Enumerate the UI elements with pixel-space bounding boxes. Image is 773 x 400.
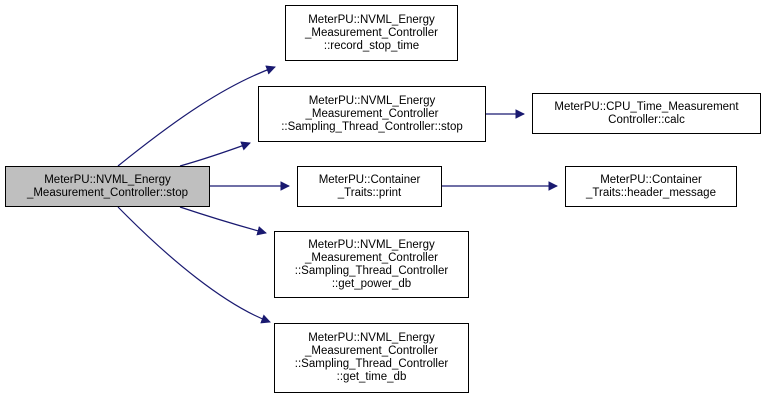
edge-root-to-sampling-stop: [179, 141, 251, 167]
node-line: MeterPU::NVML_Energy: [308, 332, 435, 344]
node-line: MeterPU::Container: [318, 173, 421, 186]
node-nvml-stop[interactable]: MeterPU::NVML_Energy _Measurement_Contro…: [5, 166, 210, 207]
node-sampling-thread-stop[interactable]: MeterPU::NVML_Energy _Measurement_Contro…: [258, 86, 486, 142]
node-line: MeterPU::NVML_Energy: [308, 13, 435, 26]
node-line: _Measurement_Controller: [305, 251, 438, 264]
node-line: MeterPU::NVML_Energy: [44, 173, 171, 186]
node-line: _Measurement_Controller: [305, 107, 439, 120]
node-get-power-db[interactable]: MeterPU::NVML_Energy _Measurement_Contro…: [274, 231, 469, 298]
node-line: MeterPU::CPU_Time_Measurement: [554, 100, 739, 113]
node-line: ::get_time_db: [336, 371, 407, 383]
node-line: _Traits::header_message: [586, 186, 716, 199]
node-line: ::Sampling_Thread_Controller: [294, 264, 449, 277]
node-line: ::Sampling_Thread_Controller::stop: [281, 120, 463, 133]
node-record-stop-time[interactable]: MeterPU::NVML_Energy _Measurement_Contro…: [285, 5, 458, 61]
node-get-time-db[interactable]: MeterPU::NVML_Energy _Measurement_Contro…: [274, 323, 469, 393]
node-line: Controller::calc: [608, 113, 685, 126]
node-line: MeterPU::NVML_Energy: [308, 94, 436, 107]
edge-root-to-power-db: [179, 206, 267, 236]
node-line: _Measurement_Controller: [305, 26, 438, 39]
node-line: _Measurement_Controller: [305, 345, 438, 357]
node-container-traits-header-message[interactable]: MeterPU::Container _Traits::header_messa…: [565, 166, 737, 207]
node-line: ::Sampling_Thread_Controller: [294, 358, 449, 370]
node-line: MeterPU::NVML_Energy: [308, 238, 435, 251]
node-cpu-time-calc[interactable]: MeterPU::CPU_Time_Measurement Controller…: [532, 93, 761, 134]
edge-root-to-time-db: [117, 206, 271, 324]
edge-root-to-record: [117, 65, 276, 167]
node-line: ::record_stop_time: [323, 39, 420, 52]
node-line: _Measurement_Controller::stop: [26, 186, 189, 199]
node-line: _Traits::print: [337, 186, 402, 199]
node-container-traits-print[interactable]: MeterPU::Container _Traits::print: [297, 166, 442, 207]
node-line: MeterPU::Container: [600, 173, 702, 186]
node-line: ::get_power_db: [331, 277, 412, 290]
